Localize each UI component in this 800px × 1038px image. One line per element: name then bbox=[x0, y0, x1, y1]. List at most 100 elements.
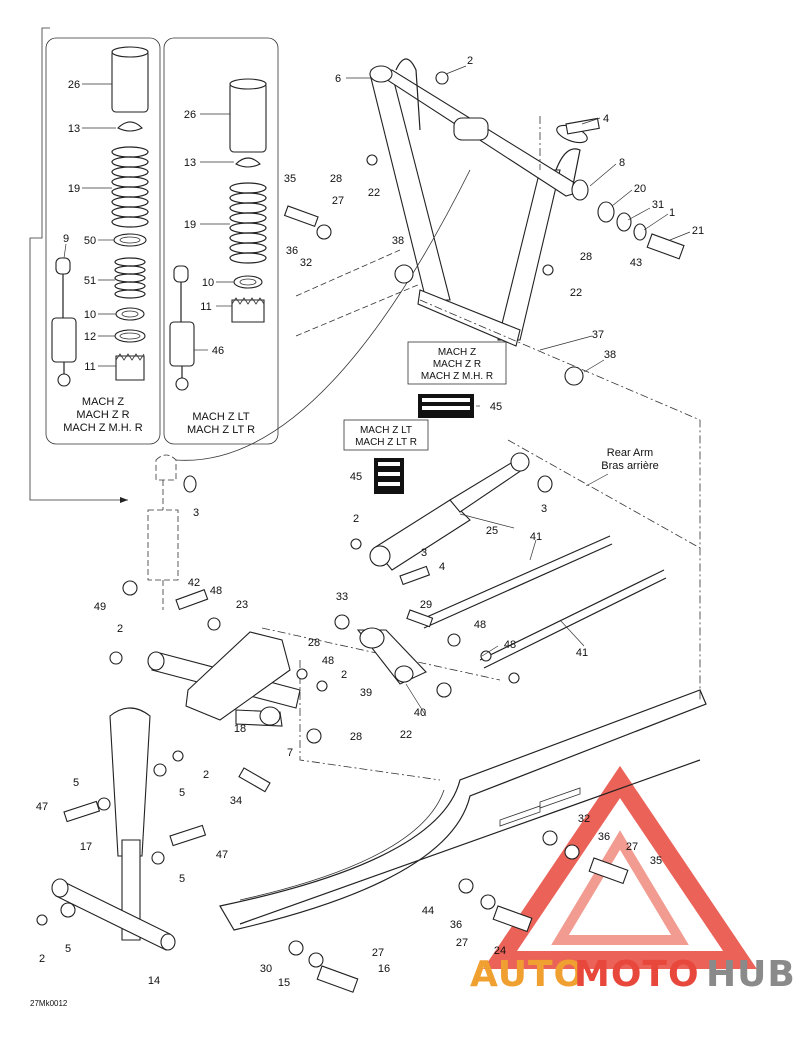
part-label: 4 bbox=[603, 113, 609, 125]
tag-lower-line-2: MACH Z LT R bbox=[355, 437, 417, 448]
link-arm bbox=[334, 614, 452, 698]
part-label: 11 bbox=[200, 301, 211, 313]
part-label: 2 bbox=[341, 669, 347, 681]
watermark-auto: AUTO bbox=[470, 954, 585, 995]
tag-upper-line-1: MACH Z bbox=[438, 347, 476, 358]
part-label: 22 bbox=[368, 187, 380, 199]
front-shock-dashed bbox=[147, 169, 471, 610]
part-label: 10 bbox=[202, 277, 214, 289]
part-label: 1 bbox=[669, 207, 675, 219]
part-label: 27 bbox=[456, 937, 468, 949]
part-label: 12 bbox=[84, 331, 96, 343]
axle-hardware bbox=[556, 124, 685, 260]
part-label: 26 bbox=[68, 79, 80, 91]
part-label: 23 bbox=[236, 599, 248, 611]
inset-box-right bbox=[163, 37, 279, 445]
decal-45-lower bbox=[374, 458, 404, 494]
box-right-line-2: MACH Z LT R bbox=[187, 424, 255, 436]
bolts bbox=[63, 117, 629, 993]
part-label: 27 bbox=[332, 195, 344, 207]
part-label: 5 bbox=[73, 777, 79, 789]
figure-code: 27Mk0012 bbox=[30, 999, 68, 1008]
part-label: 51 bbox=[84, 275, 96, 287]
part-label: 35 bbox=[284, 173, 296, 185]
part-label: 44 bbox=[422, 905, 434, 917]
part-label: 48 bbox=[210, 585, 222, 597]
part-label: 2 bbox=[203, 769, 209, 781]
inset-box-left bbox=[45, 37, 161, 445]
part-label: 35 bbox=[650, 855, 662, 867]
part-label: 15 bbox=[278, 977, 290, 989]
part-label: 38 bbox=[604, 349, 616, 361]
part-label: 36 bbox=[598, 831, 610, 843]
part-label: 7 bbox=[287, 747, 293, 759]
tag-upper-line-2: MACH Z R bbox=[433, 359, 481, 370]
part-label: 9 bbox=[63, 233, 69, 245]
decal-45-upper bbox=[418, 394, 474, 418]
part-label: 4 bbox=[439, 561, 445, 573]
part-label: 24 bbox=[494, 945, 506, 957]
rear-arm-label-fr: Bras arrière bbox=[601, 460, 658, 472]
leader-lines bbox=[63, 65, 691, 717]
part-label: 22 bbox=[570, 287, 582, 299]
rear-arm-rods bbox=[419, 535, 667, 669]
part-label: 28 bbox=[308, 637, 320, 649]
part-label: 2 bbox=[353, 513, 359, 525]
part-label: 33 bbox=[336, 591, 348, 603]
part-label: 47 bbox=[216, 849, 228, 861]
part-label: 47 bbox=[36, 801, 48, 813]
part-label: 28 bbox=[350, 731, 362, 743]
part-label: 18 bbox=[234, 723, 246, 735]
part-label: 41 bbox=[530, 531, 542, 543]
part-label: 39 bbox=[360, 687, 372, 699]
part-label: 11 bbox=[84, 361, 95, 373]
part-label: 31 bbox=[652, 199, 664, 211]
part-label: 48 bbox=[322, 655, 334, 667]
part-label: 42 bbox=[188, 577, 200, 589]
bracket-line bbox=[29, 27, 128, 501]
model-tag-upper-frame bbox=[407, 341, 507, 385]
box-right-line-1: MACH Z LT bbox=[192, 411, 250, 423]
part-label: 2 bbox=[467, 55, 473, 67]
part-label: 20 bbox=[634, 183, 646, 195]
part-label: 46 bbox=[212, 345, 224, 357]
part-label: 45 bbox=[490, 401, 502, 413]
box-left-line-1: MACH Z bbox=[82, 396, 124, 408]
part-label: 2 bbox=[39, 953, 45, 965]
part-label: 17 bbox=[80, 841, 92, 853]
part-label: 32 bbox=[578, 813, 590, 825]
box-left-line-2: MACH Z R bbox=[76, 409, 129, 421]
part-label: 10 bbox=[84, 309, 96, 321]
upper-frame bbox=[369, 58, 589, 347]
part-label: 38 bbox=[392, 235, 404, 247]
part-label: 43 bbox=[630, 257, 642, 269]
part-label: 8 bbox=[619, 157, 625, 169]
front-arm bbox=[147, 631, 301, 727]
part-label: 36 bbox=[286, 245, 298, 257]
box-left-line-3: MACH Z M.H. R bbox=[63, 422, 142, 434]
nuts-and-washers bbox=[36, 71, 584, 968]
model-tag-lower-frame bbox=[343, 419, 429, 451]
part-label: 50 bbox=[84, 235, 96, 247]
tag-lower-line-1: MACH Z LT bbox=[360, 425, 412, 436]
part-label: 19 bbox=[184, 219, 196, 231]
rear-shock bbox=[369, 452, 553, 571]
part-label: 34 bbox=[230, 795, 242, 807]
part-label: 13 bbox=[68, 123, 80, 135]
part-label: 5 bbox=[179, 787, 185, 799]
tag-upper-line-3: MACH Z M.H. R bbox=[421, 371, 493, 382]
watermark-moto: MOTO bbox=[574, 954, 700, 995]
part-label: 41 bbox=[576, 647, 588, 659]
part-label: 37 bbox=[592, 329, 604, 341]
part-label: 40 bbox=[414, 707, 426, 719]
part-label: 48 bbox=[474, 619, 486, 631]
part-label: 28 bbox=[330, 173, 342, 185]
part-label: 13 bbox=[184, 157, 196, 169]
part-label: 49 bbox=[94, 601, 106, 613]
part-label: 48 bbox=[504, 639, 516, 651]
part-label: 22 bbox=[400, 729, 412, 741]
part-label: 3 bbox=[421, 547, 427, 559]
part-label: 30 bbox=[260, 963, 272, 975]
lower-torque-arm bbox=[51, 707, 176, 951]
